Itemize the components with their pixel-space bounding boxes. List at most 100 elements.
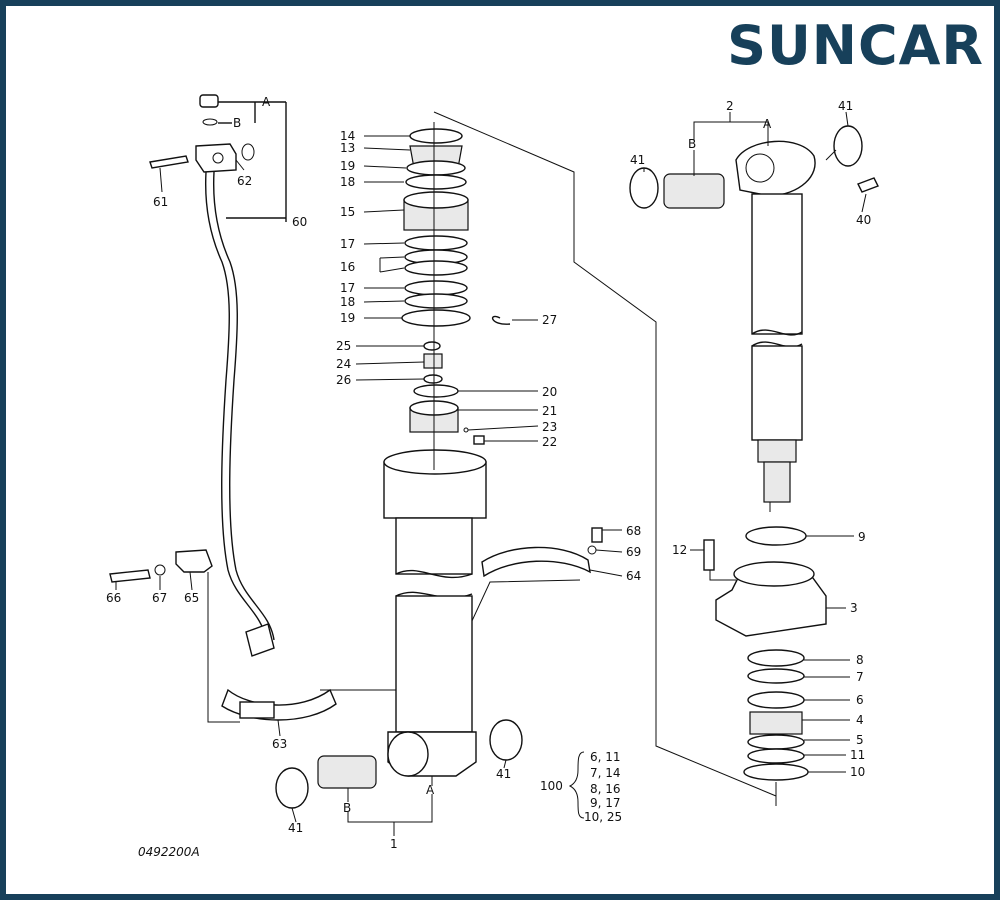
ring-17b bbox=[404, 280, 468, 296]
washer-67 bbox=[154, 564, 166, 576]
callout-14: 14 bbox=[340, 129, 355, 143]
callout-3: 3 bbox=[850, 601, 858, 615]
kit-row-1: 6, 11 bbox=[590, 750, 621, 764]
seal-6 bbox=[747, 691, 805, 709]
tube-eye-boss bbox=[387, 731, 429, 777]
callout-13: 13 bbox=[340, 141, 355, 155]
snap-ring-5 bbox=[747, 734, 805, 750]
kit-id: 100 bbox=[540, 779, 563, 793]
ring-19b bbox=[401, 309, 471, 327]
bushing-b-barrel bbox=[317, 755, 377, 789]
seal-41-lower-right bbox=[489, 719, 523, 761]
rod-upper bbox=[751, 193, 803, 335]
callout-41-upper-right: 41 bbox=[838, 99, 853, 113]
seal-41-upper-left bbox=[629, 167, 659, 209]
ring-20 bbox=[413, 384, 459, 398]
tube-head-top bbox=[383, 449, 487, 475]
kit-row-3: 8, 16 bbox=[590, 782, 621, 796]
rod-eye-bore bbox=[745, 153, 775, 183]
bolt-61 bbox=[149, 155, 189, 169]
callout-8: 8 bbox=[856, 653, 864, 667]
grease-fitting-40 bbox=[857, 177, 879, 193]
rod-end bbox=[763, 461, 791, 503]
callout-68: 68 bbox=[626, 524, 641, 538]
cylinder-head-top bbox=[733, 561, 815, 587]
kit-row-4: 9, 17 bbox=[590, 796, 621, 810]
pipe-60-outer bbox=[204, 171, 267, 641]
cylinder-head-3 bbox=[715, 573, 827, 637]
part-25 bbox=[423, 341, 441, 351]
part-26 bbox=[423, 374, 443, 384]
seal-11 bbox=[747, 748, 805, 764]
tube-upper bbox=[395, 517, 473, 575]
callout-61: 61 bbox=[153, 195, 168, 209]
cylinder-tube bbox=[383, 449, 487, 777]
callout-18-lower: 18 bbox=[340, 295, 355, 309]
callout-41-lower-right: 41 bbox=[496, 767, 511, 781]
kit-row-5: 10, 25 bbox=[584, 810, 622, 824]
logo-text: SUNCAR bbox=[727, 14, 984, 77]
callout-69: 69 bbox=[626, 545, 641, 559]
callout-1: 1 bbox=[390, 837, 398, 851]
rod-lower bbox=[751, 345, 803, 441]
callout-15: 15 bbox=[340, 205, 355, 219]
flange-bore bbox=[212, 152, 224, 164]
seal-kit-breakdown: 100 6, 11 7, 14 8, 16 9, 17 10, 25 bbox=[540, 750, 622, 824]
callout-16: 16 bbox=[340, 260, 355, 274]
callout-24: 24 bbox=[336, 357, 351, 371]
ring-17a bbox=[404, 235, 468, 251]
callout-64: 64 bbox=[626, 569, 641, 583]
callout-11: 11 bbox=[850, 748, 865, 762]
kit-row-2: 7, 14 bbox=[590, 766, 621, 780]
callout-b-pipe: B bbox=[233, 116, 241, 130]
callout-a-barrel: A bbox=[426, 783, 435, 797]
bushing-4 bbox=[749, 711, 803, 735]
callout-62: 62 bbox=[237, 174, 252, 188]
o-ring-62 bbox=[241, 143, 255, 161]
callout-19-lower: 19 bbox=[340, 311, 355, 325]
callout-18-upper: 18 bbox=[340, 175, 355, 189]
callout-60: 60 bbox=[292, 215, 307, 229]
clamp-63-block bbox=[239, 701, 275, 719]
leader-lines bbox=[115, 111, 867, 836]
pipe-flange bbox=[195, 143, 237, 173]
callout-a-pipe: A bbox=[262, 95, 271, 109]
callout-5: 5 bbox=[856, 733, 864, 747]
rod-thread bbox=[757, 439, 797, 463]
bolt-12 bbox=[703, 539, 715, 571]
ring-14 bbox=[409, 128, 463, 144]
plug-a bbox=[199, 94, 219, 108]
clamp-parts bbox=[109, 527, 603, 723]
pipe-nut bbox=[245, 623, 275, 657]
callout-27: 27 bbox=[542, 313, 557, 327]
clamp-64 bbox=[481, 546, 591, 578]
washer-69 bbox=[587, 545, 597, 555]
piston-15-top bbox=[403, 191, 469, 209]
pipe-assembly bbox=[149, 94, 287, 657]
seal-8 bbox=[747, 649, 805, 667]
callout-41-upper-left: 41 bbox=[630, 153, 645, 167]
callout-20: 20 bbox=[542, 385, 557, 399]
callout-4: 4 bbox=[856, 713, 864, 727]
snap-ring-27 bbox=[491, 315, 511, 325]
ring-16b bbox=[404, 260, 468, 276]
clamp-65 bbox=[175, 549, 213, 573]
seal-41-lower-left bbox=[275, 767, 309, 809]
bolt-66 bbox=[109, 569, 151, 583]
callout-23: 23 bbox=[542, 420, 557, 434]
callout-10: 10 bbox=[850, 765, 865, 779]
piston-stack bbox=[401, 128, 511, 445]
bolt-68 bbox=[591, 527, 603, 543]
callout-6: 6 bbox=[856, 693, 864, 707]
callout-40: 40 bbox=[856, 213, 871, 227]
callout-12: 12 bbox=[672, 543, 687, 557]
clamp-63 bbox=[221, 688, 337, 721]
o-ring-10 bbox=[743, 763, 809, 781]
screw-22 bbox=[473, 435, 485, 445]
part-24 bbox=[423, 353, 443, 369]
callout-b-barrel: B bbox=[343, 801, 351, 815]
callout-2: 2 bbox=[726, 99, 734, 113]
rod-assembly bbox=[629, 125, 879, 512]
callout-41-lower-left: 41 bbox=[288, 821, 303, 835]
